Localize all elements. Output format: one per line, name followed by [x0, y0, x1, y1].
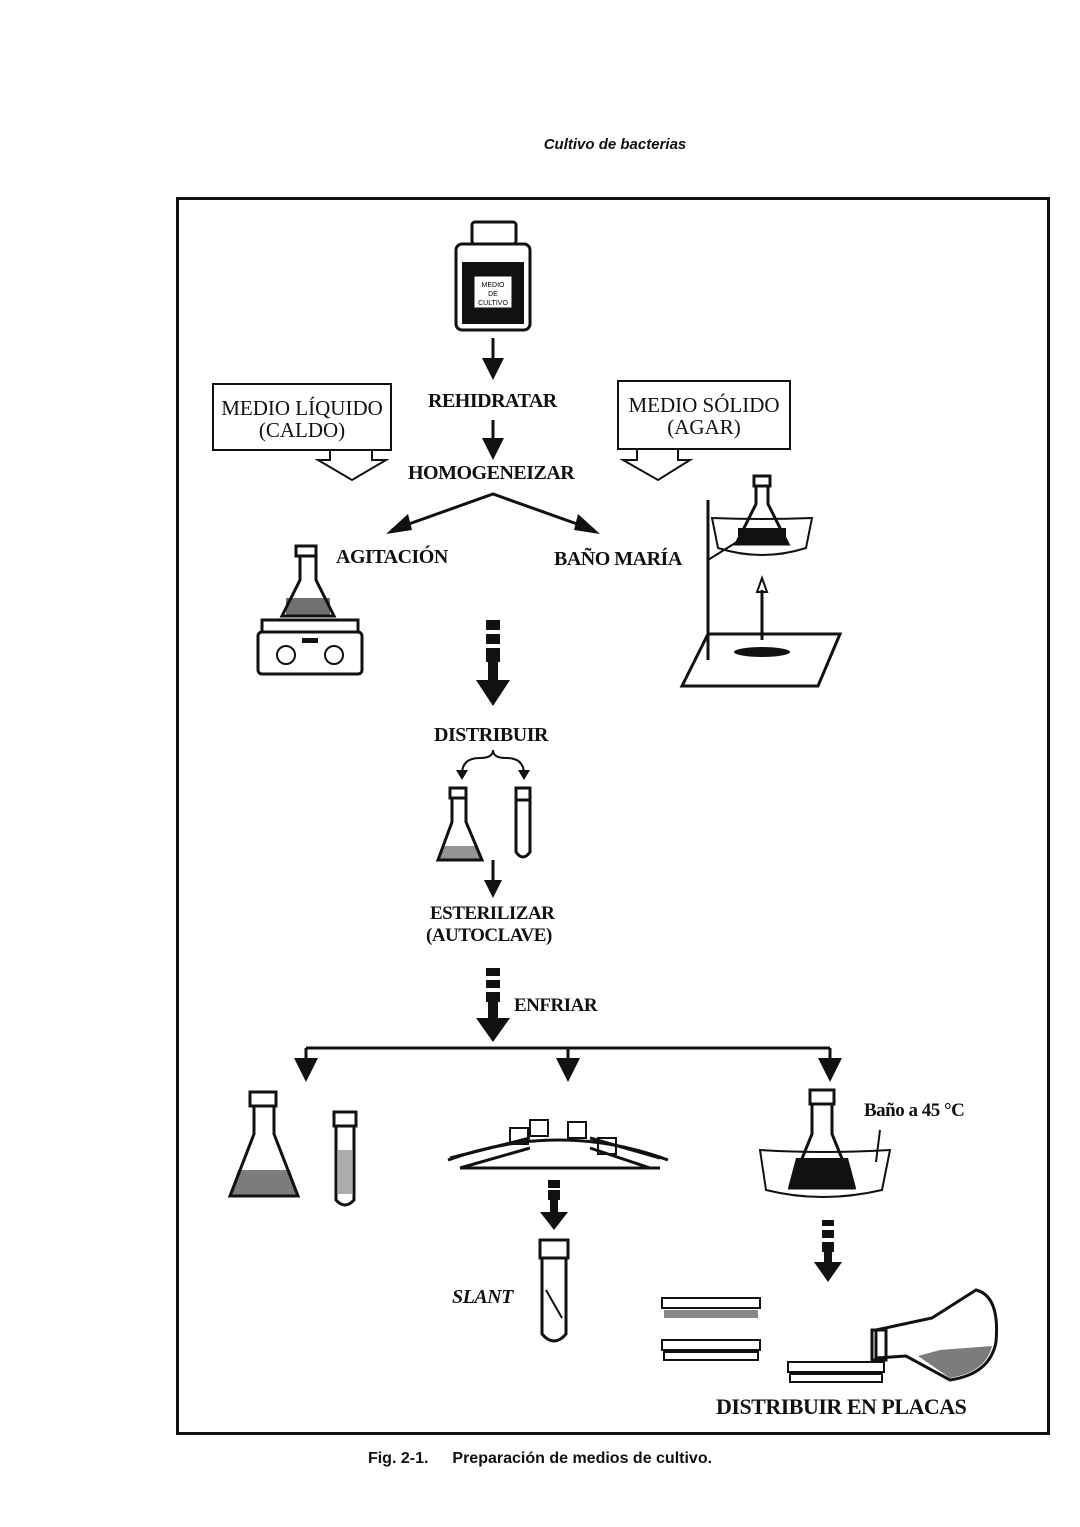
arrow-down-icon: [484, 860, 502, 898]
figure-caption-text: Preparación de medios de cultivo.: [452, 1450, 713, 1467]
split-arrows-icon: [386, 492, 600, 534]
slanted-tubes-rack-icon: [447, 1119, 669, 1170]
step-rehydrate: REHIDRATAR: [428, 390, 557, 412]
flask-icon: [435, 786, 485, 862]
bottle-label-line: CULTIVO: [478, 300, 508, 307]
figure-number: Fig. 2-1.: [367, 1450, 429, 1467]
flask-icon: [227, 1090, 301, 1198]
arrow-down-icon: [482, 338, 504, 380]
arrow-down-icon: [482, 420, 504, 460]
bottle-label-line: MEDIO: [482, 282, 506, 289]
running-header: Cultivo de bacterias: [543, 136, 687, 153]
dashed-arrow-down-icon: [814, 1220, 842, 1282]
figure-frame: [176, 197, 1050, 1435]
distribution-bar-icon: [294, 1046, 842, 1082]
step-cool: ENFRIAR: [514, 995, 598, 1016]
culture-medium-bottle-icon: [454, 220, 532, 332]
slant-tube-icon: [538, 1238, 570, 1343]
dashed-arrow-down-icon: [476, 968, 510, 1042]
liquid-medium-box: MEDIO LÍQUIDO (CALDO): [212, 383, 392, 451]
step-homogenize: HOMOGENEIZAR: [408, 462, 575, 484]
step-water-bath: BAÑO MARÍA: [554, 548, 682, 570]
bottle-label-line: DE: [488, 291, 498, 298]
step-sterilize-line1: ESTERILIZAR: [430, 903, 555, 924]
petri-dishes-icon: [661, 1297, 885, 1383]
dashed-arrow-down-icon: [476, 620, 510, 706]
bath-45-label: Baño a 45 °C: [864, 1100, 965, 1121]
liquid-medium-subtitle: (CALDO): [258, 418, 346, 442]
test-tube-icon: [514, 786, 532, 859]
figure-caption: Fig. 2-1. Preparación de medios de cultiv…: [0, 1450, 1080, 1468]
callout-pointer-icon: [314, 450, 390, 482]
step-distribute: DISTRIBUIR: [434, 724, 548, 746]
step-sterilize-line2: (AUTOCLAVE): [426, 925, 552, 946]
callout-pointer-icon: [619, 450, 694, 482]
branch-arrows-icon: [456, 749, 530, 780]
solid-medium-box: MEDIO SÓLIDO (AGAR): [617, 380, 791, 450]
flask-on-stirrer-icon: [256, 544, 364, 676]
water-bath-apparatus-icon: [679, 474, 843, 688]
step-distribute-plates: DISTRIBUIR EN PLACAS: [716, 1394, 967, 1419]
slant-label: SLANT: [452, 1286, 513, 1308]
flask-in-bath-icon: [758, 1088, 892, 1198]
solid-medium-subtitle: (AGAR): [667, 415, 741, 439]
pouring-flask-icon: [870, 1288, 999, 1382]
test-tube-icon: [332, 1110, 358, 1207]
liquid-medium-title: MEDIO LÍQUIDO: [221, 396, 383, 420]
solid-medium-title: MEDIO SÓLIDO: [628, 393, 780, 417]
step-agitation: AGITACIÓN: [336, 546, 448, 568]
dashed-arrow-down-icon: [540, 1180, 568, 1230]
